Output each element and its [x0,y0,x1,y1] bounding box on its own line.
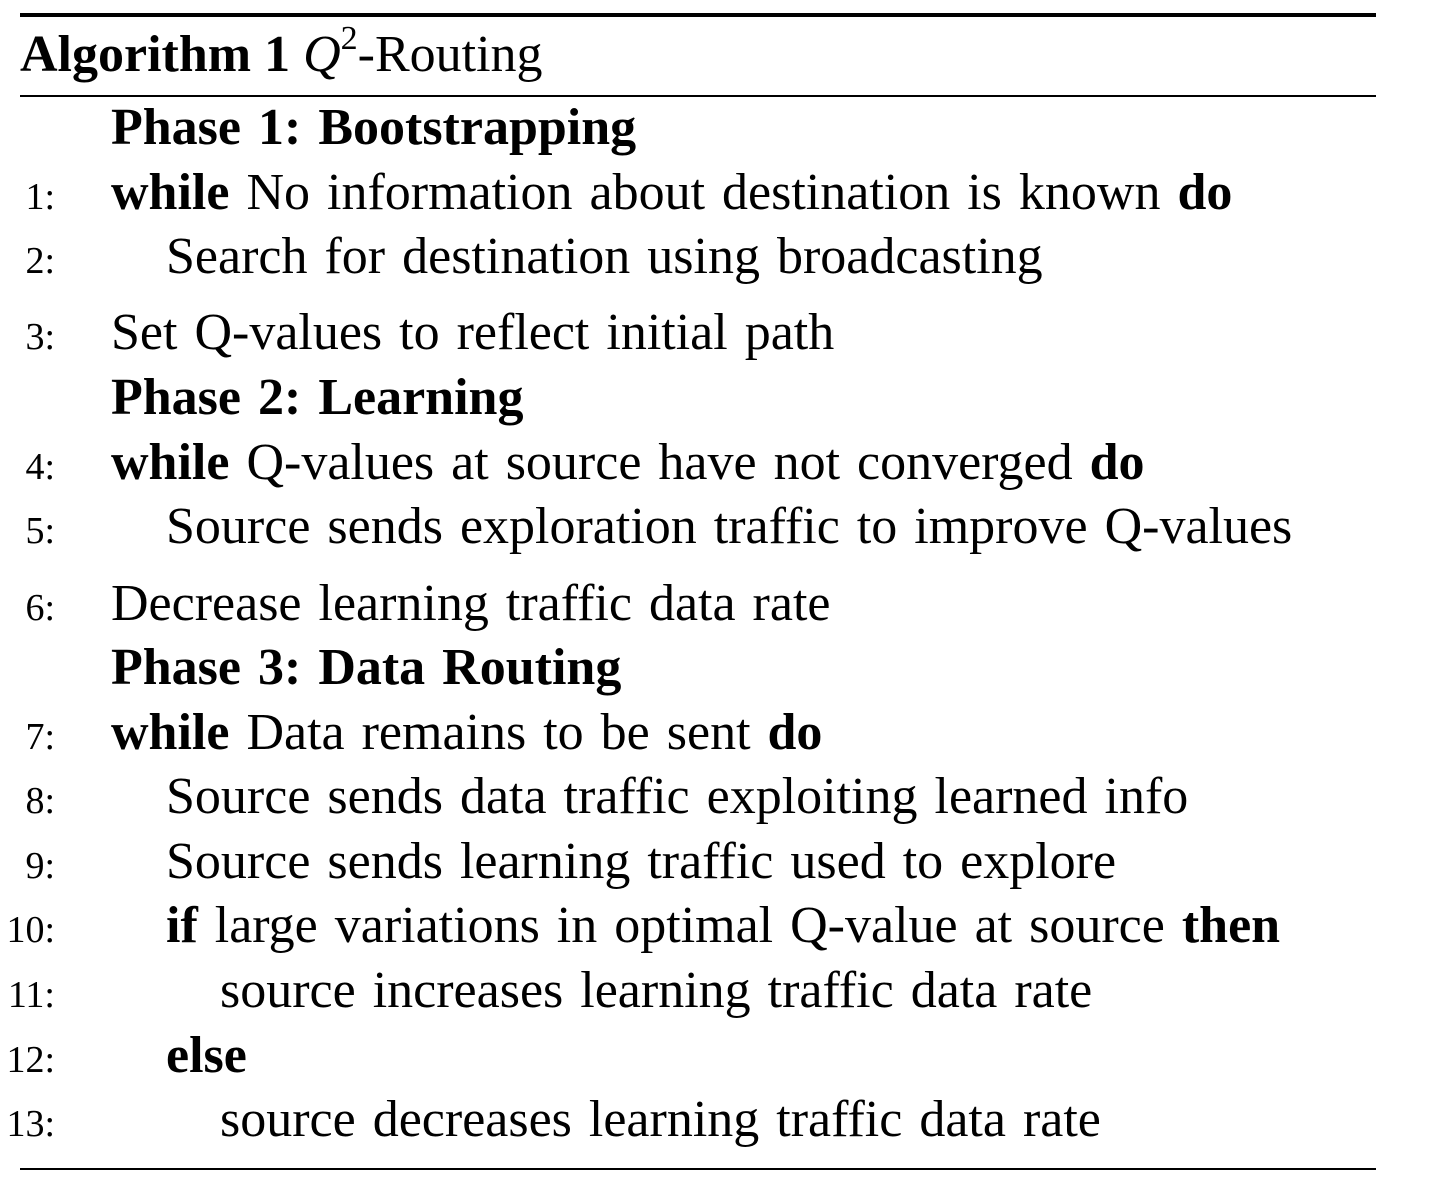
keyword-while: while [111,164,230,221]
algorithm-name-symbol: Q [303,26,341,83]
algorithm-step: 8: Source sends data traffic exploiting … [0,767,1400,827]
caption-rule [20,95,1376,97]
algorithm-step: 9: Source sends learning traffic used to… [0,832,1400,892]
keyword-do: do [1177,164,1233,221]
line-number: 10: [6,909,55,951]
line-number: 11: [7,974,55,1016]
algorithm-step: 5: Source sends exploration traffic to i… [0,497,1400,557]
line-number: 1: [25,176,55,218]
line-number: 3: [25,316,55,358]
step-text: No information about destination is know… [246,164,1161,221]
line-number: 9: [25,845,55,887]
algorithm-step: 6: Decrease learning traffic data rate [0,574,1400,634]
algorithm-step: 11: source increases learning traffic da… [0,961,1400,1021]
algorithm-step: 12: else [0,1026,1400,1086]
algorithm-step: 13: source decreases learning traffic da… [0,1090,1400,1150]
phase-3-title: Phase 3: Data Routing [111,639,622,696]
line-number: 12: [6,1039,55,1081]
step-text: source decreases learning traffic data r… [220,1091,1101,1148]
phase-heading: Phase 2: Learning [0,368,1400,428]
algorithm-name-rest: -Routing [357,26,543,83]
keyword-while: while [111,434,230,491]
step-text: Source sends learning traffic used to ex… [166,833,1117,890]
keyword-if: if [166,897,198,954]
step-text: large variations in optimal Q-value at s… [214,897,1165,954]
step-text: source increases learning traffic data r… [220,962,1093,1019]
algorithm-step: 10: if large variations in optimal Q-val… [0,896,1400,956]
top-rule [20,13,1376,17]
step-text: Data remains to be sent [246,704,751,761]
line-number: 6: [25,587,55,629]
line-number: 7: [25,716,55,758]
line-number: 8: [25,780,55,822]
step-text: Source sends exploration traffic to impr… [166,498,1293,555]
line-number: 13: [6,1103,55,1145]
keyword-while: while [111,704,230,761]
keyword-then: then [1181,897,1281,954]
keyword-do: do [1089,434,1145,491]
bottom-rule [20,1168,1376,1170]
step-text: Search for destination using broadcastin… [166,228,1043,285]
line-number: 2: [25,240,55,282]
step-text: Set Q-values to reflect initial path [111,304,835,361]
phase-heading: Phase 3: Data Routing [0,638,1400,698]
keyword-else: else [166,1027,247,1084]
step-text: Decrease learning traffic data rate [111,575,831,632]
algorithm-caption: Algorithm 1 Q2-Routing [20,22,543,88]
algorithm-step: 7: while Data remains to be sent do [0,703,1400,763]
algorithm-step: 3: Set Q-values to reflect initial path [0,303,1400,363]
algorithm-step: 4: while Q-values at source have not con… [0,433,1400,493]
line-number: 4: [25,446,55,488]
line-number: 5: [25,510,55,552]
algorithm-name-superscript: 2 [340,20,358,57]
algorithm-step: 1: while No information about destinatio… [0,163,1400,223]
step-text: Source sends data traffic exploiting lea… [166,768,1189,825]
algorithm-step: 2: Search for destination using broadcas… [0,227,1400,287]
phase-1-title: Phase 1: Bootstrapping [111,99,637,156]
algorithm-label: Algorithm 1 [20,26,291,83]
phase-heading: Phase 1: Bootstrapping [0,98,1400,158]
keyword-do: do [767,704,823,761]
phase-2-title: Phase 2: Learning [111,369,524,426]
step-text: Q-values at source have not converged [246,434,1073,491]
